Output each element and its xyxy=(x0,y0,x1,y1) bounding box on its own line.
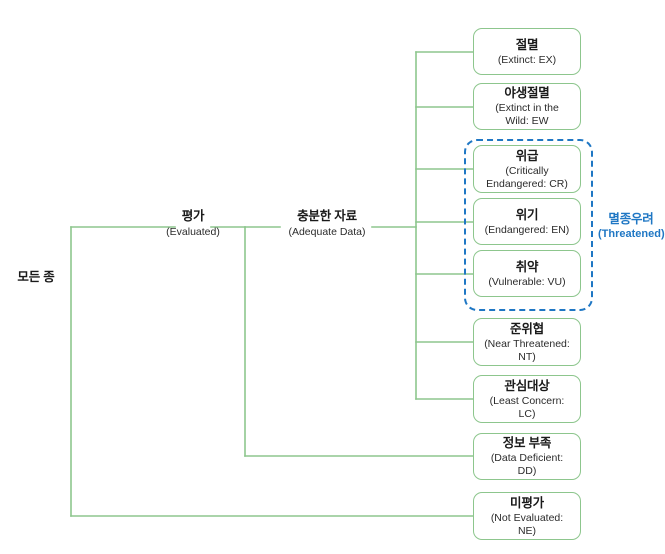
stage-evaluated-ko: 평가 xyxy=(181,209,205,223)
category-box-endangered[interactable]: 위기 (Endangered: EN) xyxy=(473,198,581,245)
category-data-deficient-ko: 정보 부족 xyxy=(502,436,552,451)
threatened-label-en: (Threatened) xyxy=(598,228,665,241)
category-vulnerable-ko: 취약 xyxy=(515,259,539,274)
category-extinct-in-the-wild-ko: 야생절멸 xyxy=(504,86,550,101)
category-box-data-deficient[interactable]: 정보 부족 (Data Deficient:DD) xyxy=(473,433,581,480)
category-extinct-ko: 절멸 xyxy=(515,37,539,52)
stage-adequate-data-en: (Adequate Data) xyxy=(288,225,366,238)
category-box-not-evaluated[interactable]: 미평가 (Not Evaluated:NE) xyxy=(473,492,581,540)
category-vulnerable-en: (Vulnerable: VU) xyxy=(488,275,566,288)
category-not-evaluated-ko: 미평가 xyxy=(510,495,544,510)
category-near-threatened-en: (Near Threatened:NT) xyxy=(484,337,570,363)
category-endangered-ko: 위기 xyxy=(515,207,539,222)
category-not-evaluated-en: (Not Evaluated:NE) xyxy=(490,511,564,537)
stage-all-species-ko: 모든 종 xyxy=(17,270,55,284)
category-least-concern-en: (Least Concern:LC) xyxy=(489,394,565,420)
category-critically-endangered-ko: 위급 xyxy=(515,148,539,163)
stage-evaluated-en: (Evaluated) xyxy=(166,225,220,238)
category-box-extinct[interactable]: 절멸 (Extinct: EX) xyxy=(473,28,581,75)
category-box-vulnerable[interactable]: 취약 (Vulnerable: VU) xyxy=(473,250,581,297)
category-box-near-threatened[interactable]: 준위협 (Near Threatened:NT) xyxy=(473,318,581,366)
category-extinct-en: (Extinct: EX) xyxy=(497,53,557,66)
category-data-deficient-en: (Data Deficient:DD) xyxy=(490,452,564,477)
category-box-least-concern[interactable]: 관심대상 (Least Concern:LC) xyxy=(473,375,581,423)
stage-adequate-data: 충분한 자료 (Adequate Data) xyxy=(272,209,382,239)
stage-adequate-data-ko: 충분한 자료 xyxy=(297,209,357,223)
stage-evaluated: 평가 (Evaluated) xyxy=(143,209,243,239)
category-least-concern-ko: 관심대상 xyxy=(504,378,550,393)
category-endangered-en: (Endangered: EN) xyxy=(484,223,570,236)
category-near-threatened-ko: 준위협 xyxy=(510,321,544,336)
threatened-group-label: 멸종우려 (Threatened) xyxy=(598,211,665,242)
threatened-label-ko: 멸종우려 xyxy=(608,212,654,226)
stage-all-species: 모든 종 xyxy=(6,270,66,286)
